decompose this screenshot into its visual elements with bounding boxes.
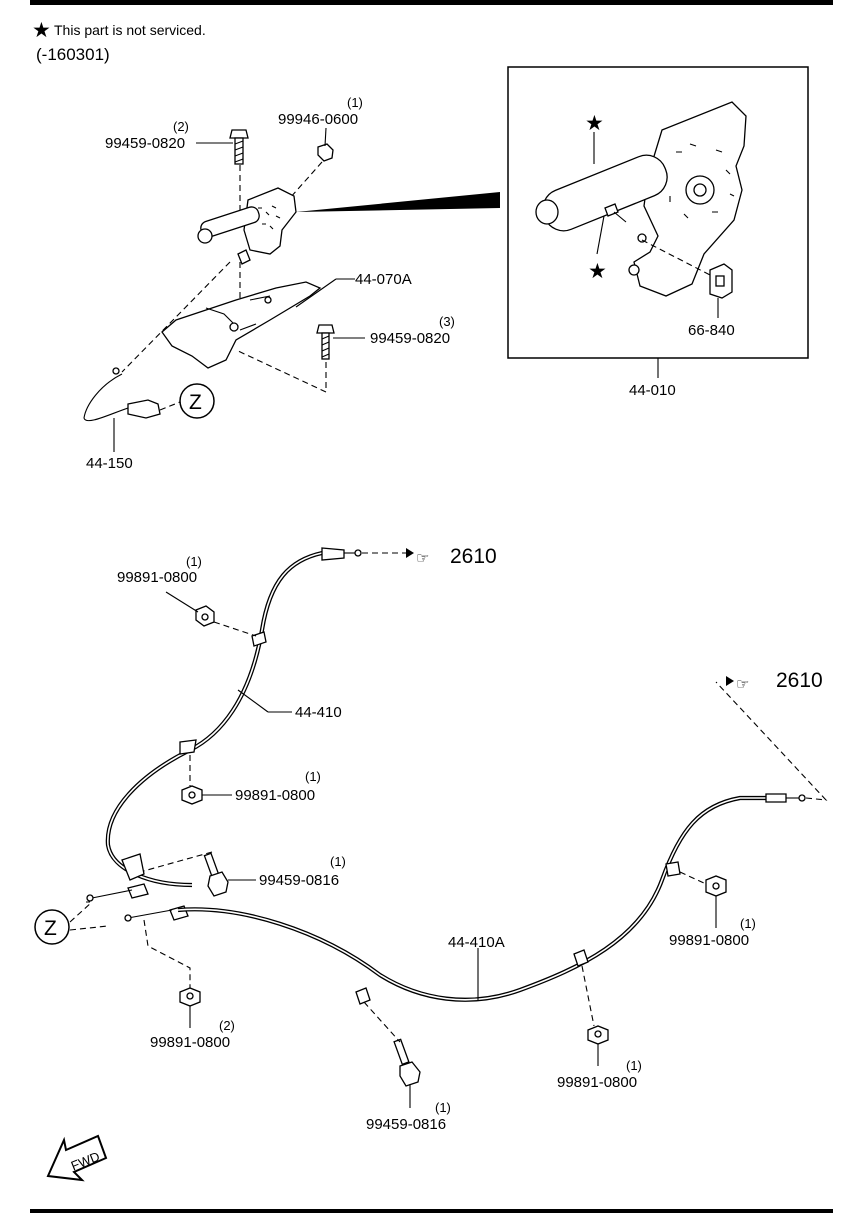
dash-z-bottom-2 <box>69 925 109 931</box>
dash-nut-a <box>213 621 257 637</box>
label-switch: 44-150 <box>86 455 133 472</box>
label-bracket: 44-070A <box>355 271 412 288</box>
ref-z-top-letter: Z <box>189 391 202 414</box>
bolt-99459-0816-b[interactable] <box>393 1038 421 1087</box>
cable-44-410a[interactable] <box>177 793 806 1005</box>
equalizer-bracket[interactable] <box>86 853 189 922</box>
bottom-rule <box>30 1209 833 1213</box>
qty-nut-d: (2) <box>219 1018 235 1033</box>
nut-99891-0800-b[interactable] <box>181 785 203 805</box>
label-lever-assy: 44-010 <box>629 382 676 399</box>
qty-bolt-b: (1) <box>435 1100 451 1115</box>
inset-star-2-icon: ★ <box>588 260 607 283</box>
not-serviced-note: This part is not serviced. <box>54 22 206 38</box>
nut-99891-0800-c[interactable] <box>705 875 727 897</box>
label-cable-44-410a: 44-410A <box>448 934 505 951</box>
dash-bolt-b <box>363 1001 401 1043</box>
bolt-99459-0820-top[interactable] <box>229 129 249 165</box>
dash-nut-e <box>581 965 595 1027</box>
fwd-arrow-icon: FWD <box>46 1134 108 1182</box>
dash-bolt-mid <box>235 349 327 393</box>
label-nut-a: 99891-0800 <box>117 569 197 586</box>
clip-66-840[interactable] <box>709 263 733 299</box>
nut-99891-0800-e[interactable] <box>587 1025 609 1045</box>
label-bolt-b: 99459-0816 <box>366 1116 446 1133</box>
dash-lever-to-clip <box>641 239 713 277</box>
arrow-2610-b <box>726 676 734 686</box>
switch-44-150[interactable] <box>83 367 161 422</box>
bolt-99459-0820-mid[interactable] <box>316 324 335 360</box>
nut-99891-0800-d[interactable] <box>179 987 201 1007</box>
qty-nut-top: (1) <box>347 95 363 110</box>
ref-2610-a[interactable]: 2610 <box>450 545 497 568</box>
cable-44-410[interactable] <box>105 547 362 888</box>
label-nut-b: 99891-0800 <box>235 787 315 804</box>
label-bolt-mid: 99459-0820 <box>370 330 450 347</box>
qty-nut-a: (1) <box>186 554 202 569</box>
ref-2610-a-icon: ☞ <box>416 550 429 567</box>
qty-bolt-a: (1) <box>330 854 346 869</box>
ref-2610-b-icon: ☞ <box>736 676 749 693</box>
parking-brake-lever-large[interactable] <box>535 101 747 297</box>
note-star-icon: ★ <box>32 19 51 42</box>
top-rule <box>30 0 833 5</box>
qty-nut-e: (1) <box>626 1058 642 1073</box>
leader-bracket <box>295 278 337 308</box>
label-nut-c: 99891-0800 <box>669 932 749 949</box>
bolt-99459-0816-a[interactable] <box>203 852 229 897</box>
ref-z-bottom-letter: Z <box>44 917 57 940</box>
dash-nut-to-lever <box>289 161 323 199</box>
dash-z-bottom-1 <box>69 901 93 923</box>
dash-cable-to-2610-b <box>715 681 828 801</box>
nut-99891-0800-a[interactable] <box>195 605 215 627</box>
label-bolt-a: 99459-0816 <box>259 872 339 889</box>
leader-nut-top <box>324 127 327 147</box>
label-nut-d: 99891-0800 <box>150 1034 230 1051</box>
bracket-44-070a[interactable] <box>161 281 322 369</box>
dash-lever-to-switch <box>121 261 231 373</box>
label-cable-44-410: 44-410 <box>295 704 342 721</box>
qty-bolt-mid: (3) <box>439 314 455 329</box>
leader-nut-a <box>165 591 199 613</box>
parking-brake-lever-small[interactable] <box>197 187 297 265</box>
inset-star-1-icon: ★ <box>585 112 604 135</box>
label-nut-top: 99946-0600 <box>278 111 358 128</box>
dash-bolt-a <box>139 851 213 873</box>
label-clip: 66-840 <box>688 322 735 339</box>
nut-99946-0600[interactable] <box>317 143 334 162</box>
label-bolt-top: 99459-0820 <box>105 135 185 152</box>
ref-z-top-circle[interactable] <box>179 383 215 419</box>
qty-nut-c: (1) <box>740 916 756 931</box>
inset-screw[interactable] <box>604 203 627 223</box>
qty-nut-b: (1) <box>305 769 321 784</box>
dash-nut-d <box>143 919 191 988</box>
serial-range: (-160301) <box>36 45 110 64</box>
ref-2610-b[interactable]: 2610 <box>776 669 823 692</box>
inset-star-leader-2 <box>596 215 605 255</box>
zoom-wedge <box>296 192 500 212</box>
qty-bolt-top: (2) <box>173 119 189 134</box>
leader-cable-44-410 <box>237 689 269 713</box>
dash-nut-c <box>679 871 707 885</box>
label-nut-e: 99891-0800 <box>557 1074 637 1091</box>
ref-z-bottom-circle[interactable] <box>34 909 70 945</box>
dash-switch-to-z <box>159 401 181 411</box>
arrow-2610-a <box>406 548 414 558</box>
